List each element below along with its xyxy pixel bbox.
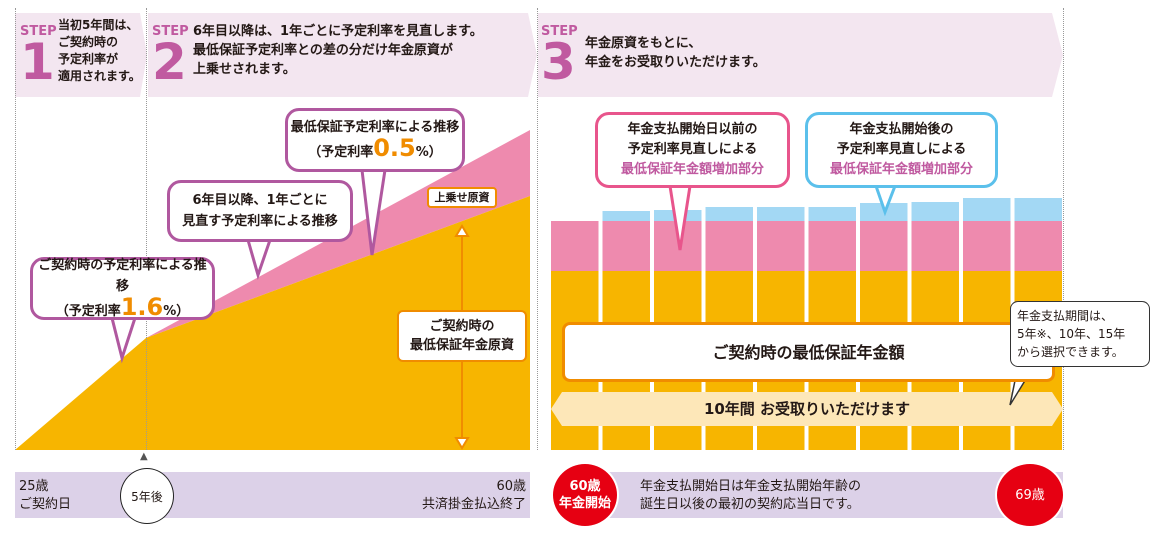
bar-post-start-segment xyxy=(1014,198,1062,221)
bar-post-start-segment xyxy=(911,202,959,221)
revised-rate-callout: 6年目以降、1年ごとに見直す予定利率による推移 xyxy=(167,180,353,242)
step-banners xyxy=(15,13,1063,97)
step-text-line: 年金をお受取りいただけます。 xyxy=(585,55,766,70)
step-word: STEP xyxy=(20,24,57,39)
age-label: 60歳 xyxy=(496,479,526,494)
payment-end: 60歳共済掛金払込終了 xyxy=(380,478,526,514)
rate-value: 1.6 xyxy=(120,293,164,321)
age-label: 60歳 xyxy=(569,479,601,494)
step-text-line: 6年目以降は、1年ごとに予定利率を見直します。 xyxy=(193,24,483,39)
timeline-payout xyxy=(600,472,1063,518)
bar-post-start-segment xyxy=(705,207,753,221)
bar-pre-start-segment xyxy=(705,221,753,271)
rate-prefix: （予定利率 xyxy=(308,145,374,160)
rate-prefix: （予定利率 xyxy=(55,304,121,319)
step-word: STEP xyxy=(152,24,189,39)
callout-line: 年金支払開始後の xyxy=(849,122,954,137)
callout-line: 予定利率見直しによる xyxy=(627,142,758,157)
arrow-down-icon xyxy=(454,437,470,450)
bar-pre-start-segment xyxy=(757,221,805,271)
bar-post-start-segment xyxy=(808,207,856,221)
start-date-note: 年金支払開始日は年金支払開始年齢の誕生日以後の最初の契約応当日です。 xyxy=(640,478,861,514)
step-2-banner xyxy=(148,13,537,97)
note-line: 誕生日以後の最初の契約応当日です。 xyxy=(640,497,860,512)
bar-pre-start-segment xyxy=(1014,221,1062,271)
five-years-badge: 5年後 xyxy=(120,468,174,524)
bar-pre-start-segment xyxy=(808,221,856,271)
step-number: 1 xyxy=(20,33,55,91)
callout-line: 予定利率見直しによる xyxy=(836,142,967,157)
post-start-increase-callout: 年金支払開始後の予定利率見直しによる最低保証年金額増加部分 xyxy=(805,112,998,188)
pension-start-badge: 60歳年金開始 xyxy=(551,462,619,528)
period-note-callout: 年金支払期間は、 5年※、10年、15年から選択できます。 xyxy=(1010,301,1150,367)
callout-line: 6年目以降、1年ごとに xyxy=(192,193,328,208)
step-text-line: 最低保証予定利率との差の分だけ年金原資が xyxy=(193,43,453,58)
bar-post-start-segment xyxy=(602,211,650,221)
age-label: 25歳 xyxy=(19,479,49,494)
step-text-line: ご契約時の xyxy=(58,35,119,49)
callout-rate-line: （予定利率0.5%） xyxy=(288,136,462,163)
timeline-accumulation xyxy=(15,472,530,518)
step-2-text: 6年目以降は、1年ごとに予定利率を見直します。最低保証予定利率との差の分だけ年金… xyxy=(193,22,483,79)
step-text-line: 当初5年間は、 xyxy=(58,18,139,32)
extra-fund-label: 上乗せ原資 xyxy=(427,187,497,208)
callout-line: 最低保証予定利率による推移 xyxy=(290,120,460,135)
callout-rate-line: （予定利率1.6%） xyxy=(33,295,212,322)
step-number: 2 xyxy=(152,33,187,91)
bar-post-start-segment xyxy=(963,198,1011,221)
marker-triangle-icon: ▲ xyxy=(140,451,148,462)
divider xyxy=(537,8,538,450)
divider xyxy=(146,8,147,450)
callout-line: ご契約時の xyxy=(429,319,495,334)
min-rate-callout: 最低保証予定利率による推移 （予定利率0.5%） xyxy=(285,108,465,172)
event-label: 共済掛金払込終了 xyxy=(421,497,526,512)
bar-pre-start-segment xyxy=(602,221,650,271)
end-age-badge: 69歳 xyxy=(995,462,1065,528)
callout-line: 年金支払期間は、 xyxy=(1017,309,1114,323)
note-line: 年金支払開始日は年金支払開始年齢の xyxy=(640,479,862,494)
bar-pre-start-segment xyxy=(911,221,959,271)
pre-start-increase-callout: 年金支払開始日以前の予定利率見直しによる最低保証年金額増加部分 xyxy=(595,112,790,188)
initial-rate-callout: ご契約時の予定利率による推移 （予定利率1.6%） xyxy=(30,257,215,320)
callout-highlight: 最低保証年金額増加部分 xyxy=(829,162,973,177)
callout-line: 最低保証年金原資 xyxy=(409,338,514,353)
step-text-line: 年金原資をもとに、 xyxy=(585,36,702,51)
callout-line: ご契約時の予定利率による推移 xyxy=(38,258,207,294)
arrow-up-icon xyxy=(454,224,470,237)
step-text-line: 上乗せされます。 xyxy=(193,62,296,77)
bar-pre-start-segment xyxy=(963,221,1011,271)
rate-suffix: %） xyxy=(415,145,442,160)
callout-line: から選択できます。 xyxy=(1017,345,1124,359)
contract-start: 25歳ご契約日 xyxy=(19,478,71,514)
divider xyxy=(15,8,16,450)
step-3-banner xyxy=(538,13,1063,97)
step-3-text: 年金原資をもとに、年金をお受取りいただけます。 xyxy=(585,34,766,72)
step-text-line: 予定利率が xyxy=(58,52,119,66)
step-number: 3 xyxy=(541,33,576,91)
base-fund-area xyxy=(15,196,530,450)
callout-line: 年金支払開始日以前の xyxy=(627,122,758,137)
base-pension-amount: ご契約時の最低保証年金額 xyxy=(562,322,1055,382)
base-fund-label: ご契約時の最低保証年金原資 xyxy=(397,310,527,362)
step-1-text: 当初5年間は、ご契約時の予定利率が適用されます。 xyxy=(58,17,141,85)
rate-value: 0.5 xyxy=(373,134,416,162)
bar-pre-start-segment xyxy=(551,221,599,271)
rate-suffix: %） xyxy=(163,304,190,319)
callout-line: 5年※、10年、15年 xyxy=(1017,327,1126,341)
bar-pre-start-segment xyxy=(860,221,908,271)
step-text-line: 適用されます。 xyxy=(58,69,141,83)
callout-highlight: 最低保証年金額増加部分 xyxy=(620,162,764,177)
payout-band-shape xyxy=(551,392,1063,426)
callout-line: 見直す予定利率による推移 xyxy=(182,214,338,229)
step-word: STEP xyxy=(541,24,578,39)
step-1-banner xyxy=(15,13,147,97)
payout-period-band: 10年間 お受取りいただけます xyxy=(703,400,911,418)
event-label: ご契約日 xyxy=(19,497,72,512)
event-label: 年金開始 xyxy=(558,496,611,511)
divider xyxy=(1063,8,1064,450)
bar-post-start-segment xyxy=(757,207,805,221)
